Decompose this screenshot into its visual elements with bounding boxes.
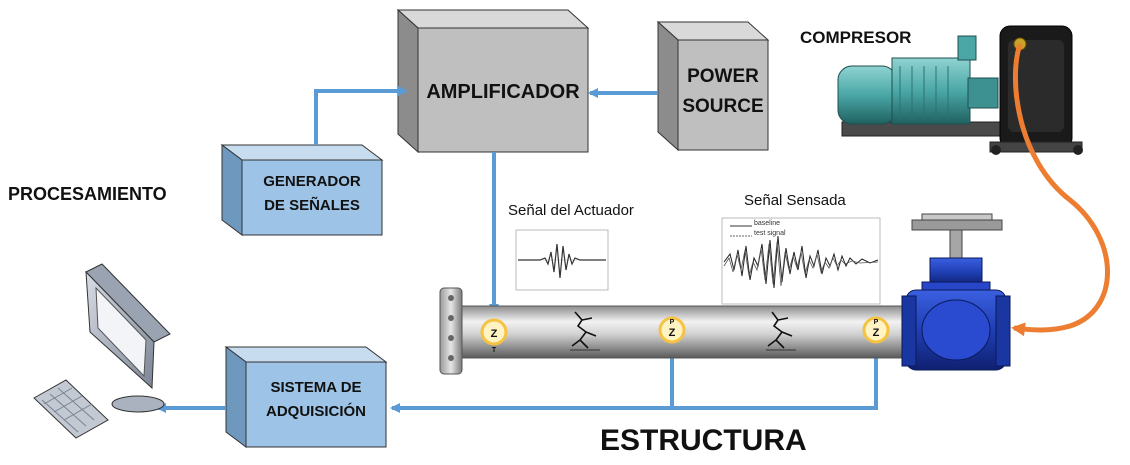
line-sensors-to-acquisition xyxy=(672,335,878,410)
power-source-box xyxy=(656,20,770,152)
generador-box xyxy=(220,144,384,236)
power-source-line1: POWER xyxy=(687,66,759,87)
sensor-2-letter: Z xyxy=(873,327,880,339)
crack-mark-1 xyxy=(571,311,597,349)
generador-label: GENERADOR DE SEÑALES xyxy=(242,170,382,218)
sensed-signal-plot xyxy=(721,217,881,305)
estructura-label: ESTRUCTURA xyxy=(600,424,807,457)
sensed-waveform-test xyxy=(723,241,879,287)
sistema-line1: SISTEMA DE xyxy=(270,379,362,396)
sensor-2-sup: P xyxy=(874,319,879,326)
generador-line1: GENERADOR xyxy=(263,173,361,190)
power-source-line2: SOURCE xyxy=(682,96,764,118)
compresor-label: COMPRESOR xyxy=(800,28,912,47)
sensed-legend-test: test signal xyxy=(754,230,786,237)
senal-actuador-label: Señal del Actuador xyxy=(508,202,634,219)
actuator-sensor xyxy=(480,318,508,346)
signal-connections xyxy=(156,86,878,413)
sistema-line2: ADQUISICIÓN xyxy=(265,403,366,420)
senal-sensada-label: Señal Sensada xyxy=(744,192,846,209)
sensor-1-sup: P xyxy=(670,319,675,326)
power-source-label: POWER SOURCE xyxy=(678,62,768,123)
pipe-flange-left xyxy=(439,287,463,375)
procesamiento-label: PROCESAMIENTO xyxy=(8,184,167,204)
arrow-generator-to-amplifier xyxy=(314,86,408,145)
sensed-legend-baseline: baseline xyxy=(754,220,781,227)
generador-line2: DE SEÑALES xyxy=(264,197,360,214)
sistema-label: SISTEMA DE ADQUISICIÓN xyxy=(246,376,386,424)
compressor-hose xyxy=(1011,43,1110,337)
computer xyxy=(33,263,171,439)
sensor-2 xyxy=(862,316,890,344)
actuator-sensor-sub: T xyxy=(492,347,497,354)
actuator-sensor-letter: Z xyxy=(491,328,498,340)
actuator-waveform xyxy=(518,243,606,279)
amplificador-label: AMPLIFICADOR xyxy=(426,81,580,103)
crack-mark-2 xyxy=(767,311,793,349)
valve xyxy=(901,213,1011,371)
sensor-1-letter: Z xyxy=(669,327,676,339)
compressor xyxy=(837,25,1083,155)
sensor-1 xyxy=(658,316,686,344)
sistema-adquisicion-box xyxy=(224,346,388,448)
actuator-signal-plot xyxy=(515,229,609,291)
